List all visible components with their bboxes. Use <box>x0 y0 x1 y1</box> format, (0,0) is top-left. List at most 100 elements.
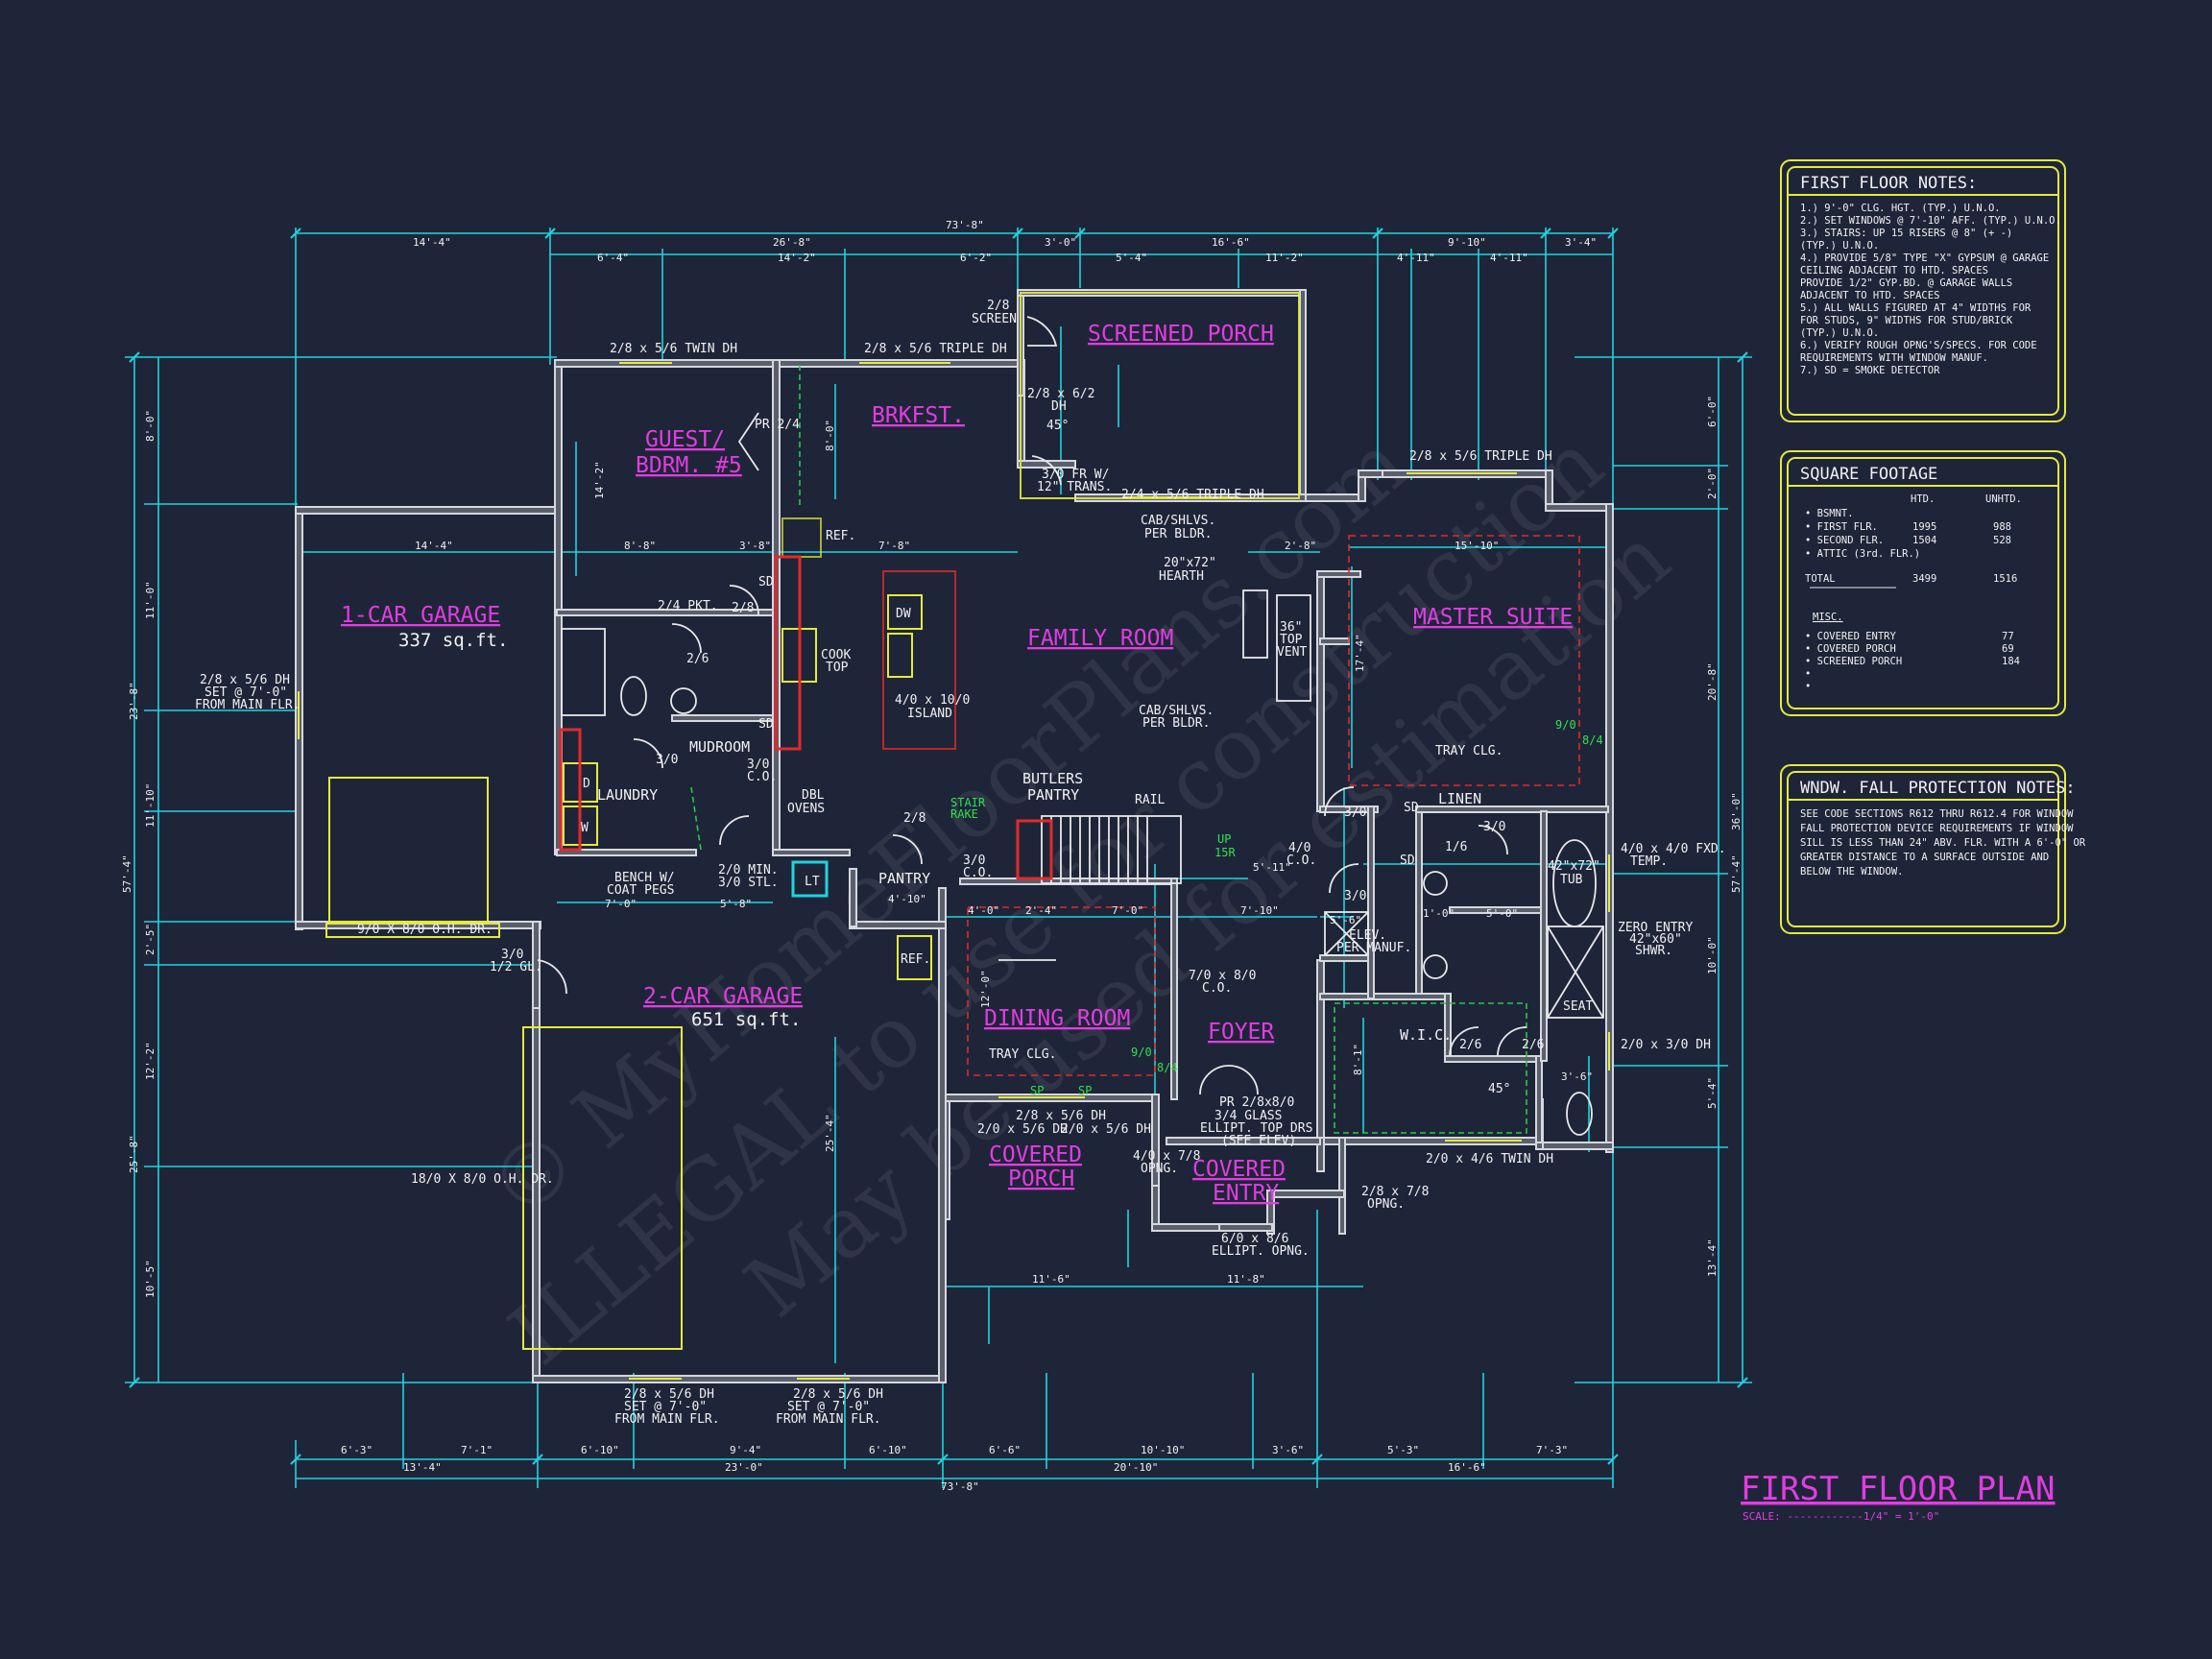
note-cook-1: COOK <box>821 648 851 662</box>
dim-top-f: 3'-4" <box>1565 236 1597 249</box>
note-d28b: 2/8 <box>903 811 926 826</box>
note-sd-4: SD <box>1400 854 1415 868</box>
note-elev-1: ELEV. <box>1349 928 1386 943</box>
elevator <box>1324 911 1369 956</box>
dim-in-7-8: 7'-8" <box>878 540 910 552</box>
note-fr3010b: 12" TRANS. <box>1037 480 1112 494</box>
note-dryer: D <box>583 777 590 791</box>
first-floor-notes-lines: 1.) 9'-0" CLG. HGT. (TYP.) U.N.O.2.) SET… <box>1800 203 2061 376</box>
dim-bottom-d: 16'-6" <box>1448 1461 1486 1474</box>
window-fall-notes-panel: WNDW. FALL PROTECTION NOTES: SEE CODE SE… <box>1780 764 2086 934</box>
note-co-40: 4/0 <box>1288 841 1310 855</box>
window-fall-line: GREATER DISTANCE TO A SURFACE OUTSIDE AN… <box>1800 852 2049 863</box>
dim-in-5-11: 5'-11" <box>1253 861 1291 874</box>
note-triple-mid: 2/4 x 5/6 TRIPLE DH <box>1121 488 1264 502</box>
note-d30-master: 3/0 <box>1483 820 1505 834</box>
note-washer: W <box>581 821 589 835</box>
annotations: 2/8 x 5/6 TWIN DH 2/8 x 5/6 TRIPLE DH 2/… <box>195 299 1726 1427</box>
note-d30-b: 3/0 <box>1344 889 1366 903</box>
note-dh-dining-3: 2/0 x 5/6 DH <box>1061 1122 1151 1137</box>
note-glass-1: 3/4 GLASS <box>1214 1109 1282 1123</box>
dim-bottom-c: 20'-10" <box>1114 1461 1158 1474</box>
sqft-row-label: • BSMNT. <box>1805 508 1854 519</box>
note-gl-2: 1/2 GL. <box>490 960 542 974</box>
note-stl-2: 3/0 STL. <box>718 876 779 890</box>
drawing-title: FIRST FLOOR PLAN <box>1741 1470 2056 1508</box>
note-d30: 3/0 <box>656 753 678 767</box>
note-d28: 2/8 <box>732 601 754 615</box>
room-master-suite: MASTER SUITE <box>1413 605 1573 630</box>
first-floor-note-line: 3.) STAIRS: UP 15 RISERS @ 8" (+ -) <box>1800 228 2012 239</box>
first-floor-note-line: 7.) SD = SMOKE DETECTOR <box>1800 365 1940 376</box>
dim-bottom2-f: 6'-6" <box>989 1444 1021 1456</box>
room-breakfast: BRKFST. <box>872 403 965 428</box>
note-up: UP <box>1217 832 1231 846</box>
sqft-col-htd: HTD. <box>1911 493 1935 505</box>
sqft-row-unhtd: 528 <box>1993 535 2011 546</box>
note-fxd-1: 4/0 x 4/0 FXD. <box>1621 842 1726 856</box>
room-2-car-garage: 2-CAR GARAGE <box>643 984 803 1009</box>
dim-in-15-10: 15'-10" <box>1455 540 1499 552</box>
note-45-wic: 45° <box>1488 1082 1510 1096</box>
note-gar1-win-1: 2/8 x 5/6 DH <box>200 673 290 687</box>
refrigerator <box>781 517 822 558</box>
window-fall-line: SILL IS LESS THAN 24" ABV. FLR. WITH A 6… <box>1800 837 2086 849</box>
sqft-misc-label: • <box>1805 668 1811 680</box>
first-floor-notes-panel: FIRST FLOOR NOTES: 1.) 9'-0" CLG. HGT. (… <box>1780 159 2066 422</box>
dim-top-total: 73'-8" <box>946 219 984 231</box>
dim-left-total: 57'-4" <box>121 854 133 893</box>
room-family-room: FAMILY ROOM <box>1027 626 1173 651</box>
note-vent-3: VENT <box>1277 645 1307 660</box>
dim-in-2-8: 2'-8" <box>1285 540 1316 552</box>
dim-bottom2-g: 10'-10" <box>1141 1444 1185 1456</box>
dim-left-b: 11'-0" <box>144 581 156 619</box>
dim-top-c: 3'-0" <box>1045 236 1076 249</box>
note-screen: 2/8 <box>987 299 1009 313</box>
note-dw: DW <box>896 607 911 621</box>
dim-left-h: 10'-5" <box>144 1260 156 1298</box>
note-lt: LT <box>805 875 820 889</box>
sqft-misc-label: • SCREENED PORCH <box>1805 656 1902 667</box>
note-bottom-win-2b: SET @ 7'-0" <box>787 1400 870 1414</box>
sqft-row-htd: 1504 <box>1912 535 1936 546</box>
room-pantry: PANTRY <box>878 870 930 887</box>
dim-top2-d: 5'-4" <box>1116 252 1147 264</box>
dim-in-7-0: 7'-0" <box>1112 904 1143 917</box>
dim-right-total: 57'-4" <box>1730 854 1743 893</box>
note-elev-2: PER MANUF. <box>1336 941 1411 955</box>
note-ref-kitchen: REF. <box>826 529 855 543</box>
dim-right-g: 13'-4" <box>1706 1238 1719 1277</box>
note-tub-2: TUB <box>1560 873 1583 887</box>
dim-in-4-0: 4'-0" <box>968 904 999 917</box>
sqft-row-htd: 3499 <box>1912 573 1936 585</box>
first-floor-note-line: 2.) SET WINDOWS @ 7'-10" AFF. (TYP.) U.N… <box>1800 215 2061 227</box>
sqft-misc-label: • COVERED PORCH <box>1805 643 1896 655</box>
note-cab-2b: PER BLDR. <box>1142 716 1210 731</box>
dim-left-e: 2'-5" <box>144 924 156 955</box>
dim-in-8-8: 8'-8" <box>624 540 656 552</box>
sqft-misc-value: 184 <box>2002 656 2020 667</box>
first-floor-notes-title: FIRST FLOOR NOTES: <box>1800 174 1977 193</box>
note-island-1: 4/0 x 10/0 <box>895 693 970 708</box>
dim-bottom2-d: 9'-4" <box>730 1444 761 1456</box>
dim-left-g: 25'-8" <box>128 1135 140 1173</box>
note-stair-rake-2: RAKE <box>950 807 978 821</box>
dim-bottom2-a: 6'-3" <box>341 1444 373 1456</box>
note-vent-1: 36" <box>1280 620 1302 635</box>
note-ref-garage: REF. <box>901 952 930 967</box>
title-block: FIRST FLOOR PLAN SCALE: ------------1/4"… <box>1741 1470 2056 1523</box>
dim-bottom2-j: 7'-3" <box>1536 1444 1568 1456</box>
master-shower <box>1547 926 1604 1019</box>
watermark-line-2: ILLEGAL to use for construction <box>491 413 1621 1383</box>
room-covered-porch-2: PORCH <box>1008 1166 1074 1191</box>
note-cook-2: TOP <box>826 661 849 675</box>
dim-top2-f: 4'-11" <box>1397 252 1435 264</box>
master-sink-1 <box>1423 871 1448 896</box>
first-floor-note-line: CEILING ADJACENT TO HTD. SPACES <box>1800 265 1988 276</box>
note-sp-2: SP <box>1078 1084 1092 1097</box>
dim-in-7-0b: 7'-0" <box>605 898 637 910</box>
room-covered-entry-1: COVERED <box>1192 1157 1286 1182</box>
dim-in-12-0: 12'-0" <box>979 970 992 1008</box>
dim-top2-e: 11'-2" <box>1265 252 1304 264</box>
